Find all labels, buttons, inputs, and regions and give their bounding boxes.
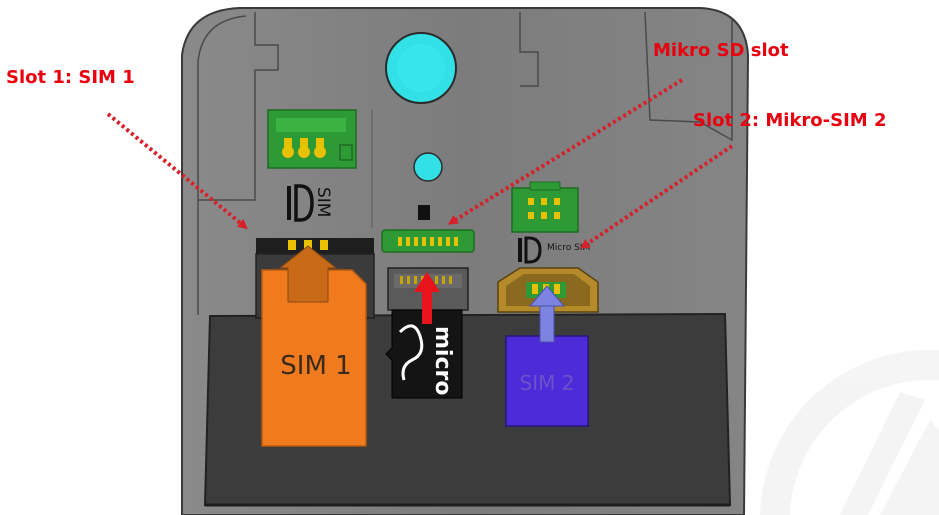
sd-insert-arrow: [414, 272, 440, 324]
sim1-card: SIM 1: [261, 269, 367, 447]
sim2-contact-pcb: [511, 181, 579, 233]
callout-arrows: [106, 78, 734, 249]
sim1-card-label: SIM 1: [280, 351, 351, 381]
slot1-engraving: SIM: [287, 184, 333, 222]
camera-lens: [385, 32, 457, 104]
sim2-insert-arrow: [528, 285, 566, 343]
flash-led: [413, 152, 443, 182]
sim1-insert-arrow: [278, 245, 338, 303]
watermark-logo: [760, 349, 939, 515]
slot2-callout-label: Slot 2: Mikro-SIM 2: [693, 110, 887, 131]
slot1-marking: SIM: [313, 187, 333, 217]
slot1-callout-arrow: [106, 112, 248, 230]
microsd-logo: micro: [430, 326, 455, 395]
sd-contact-pcb: [381, 205, 475, 253]
sim2-card: SIM 2: [505, 335, 589, 427]
slot1-callout-label: Slot 1: SIM 1: [6, 67, 135, 88]
sim1-contact-pcb: [267, 109, 357, 169]
sd-slot-callout-label: Mikro SD slot: [653, 40, 789, 61]
slot2-marking: Micro SIM: [547, 243, 590, 253]
slot2-engraving: Micro SIM: [518, 236, 590, 264]
microsd-card: micro: [385, 309, 463, 399]
sim2-card-label: SIM 2: [520, 371, 575, 395]
